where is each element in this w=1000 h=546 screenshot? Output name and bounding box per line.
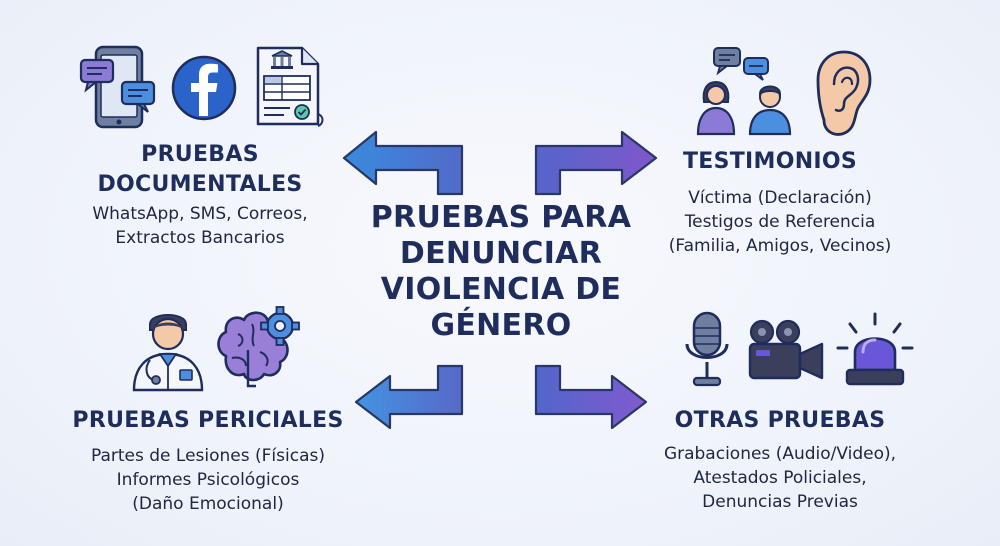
microphone-icon: [685, 311, 729, 387]
desc-periciales-line-1: Partes de Lesiones (Físicas): [90, 446, 325, 466]
desc-otras-line-3: Denuncias Previas: [702, 492, 858, 512]
desc-pruebas-documentales: WhatsApp, SMS, Correos, Extractos Bancar…: [60, 202, 340, 250]
heading-documentales-line-1: PRUEBAS: [141, 142, 259, 167]
heading-documentales-line-2: DOCUMENTALES: [97, 172, 303, 197]
desc-testimonios-line-3: (Familia, Amigos, Vecinos): [668, 236, 892, 256]
video-camera-icon: [748, 319, 824, 380]
desc-otras-pruebas: Grabaciones (Audio/Video), Atestados Pol…: [640, 442, 920, 514]
arrow-to-periciales: [354, 364, 464, 430]
heading-pruebas-periciales: PRUEBAS PERICIALES: [72, 408, 344, 433]
desc-periciales-line-3: (Daño Emocional): [132, 494, 284, 514]
desc-periciales-line-2: Informes Psicológicos: [116, 470, 300, 490]
doctor-icon: [132, 314, 204, 392]
desc-testimonios: Víctima (Declaración) Testigos de Refere…: [640, 186, 920, 258]
desc-otras-line-2: Atestados Policiales,: [693, 468, 867, 488]
main-title-line-4: GÉNERO: [430, 308, 572, 343]
smartphone-chat-icon: [79, 45, 156, 129]
desc-otras-line-1: Grabaciones (Audio/Video),: [663, 444, 897, 464]
ear-icon: [816, 50, 872, 136]
main-title-line-1: PRUEBAS PARA: [370, 200, 632, 235]
brain-gear-icon: [217, 306, 300, 388]
heading-testimonios: TESTIMONIOS: [682, 149, 858, 174]
desc-testimonios-line-1: Víctima (Declaración): [688, 188, 872, 208]
main-title-line-2: DENUNCIAR: [399, 236, 603, 271]
police-siren-icon: [836, 312, 914, 386]
facebook-icon: [171, 55, 237, 121]
main-title: PRUEBAS PARA DENUNCIAR VIOLENCIA DE GÉNE…: [370, 200, 632, 344]
people-talking-icon: [696, 47, 792, 136]
desc-testimonios-line-2: Testigos de Referencia: [684, 212, 876, 232]
desc-documentales-line-2: Extractos Bancarios: [115, 228, 285, 248]
main-title-line-3: VIOLENCIA DE: [380, 272, 622, 307]
desc-documentales-line-1: WhatsApp, SMS, Correos,: [92, 204, 308, 224]
desc-pruebas-periciales: Partes de Lesiones (Físicas) Informes Ps…: [58, 444, 358, 516]
bank-statement-icon: [256, 46, 324, 127]
arrow-to-documentales: [342, 130, 464, 196]
heading-pruebas-documentales: PRUEBAS DOCUMENTALES: [70, 140, 330, 200]
arrow-to-testimonios: [534, 130, 658, 196]
heading-otras-pruebas: OTRAS PRUEBAS: [674, 408, 886, 433]
arrow-to-otras: [534, 364, 648, 430]
